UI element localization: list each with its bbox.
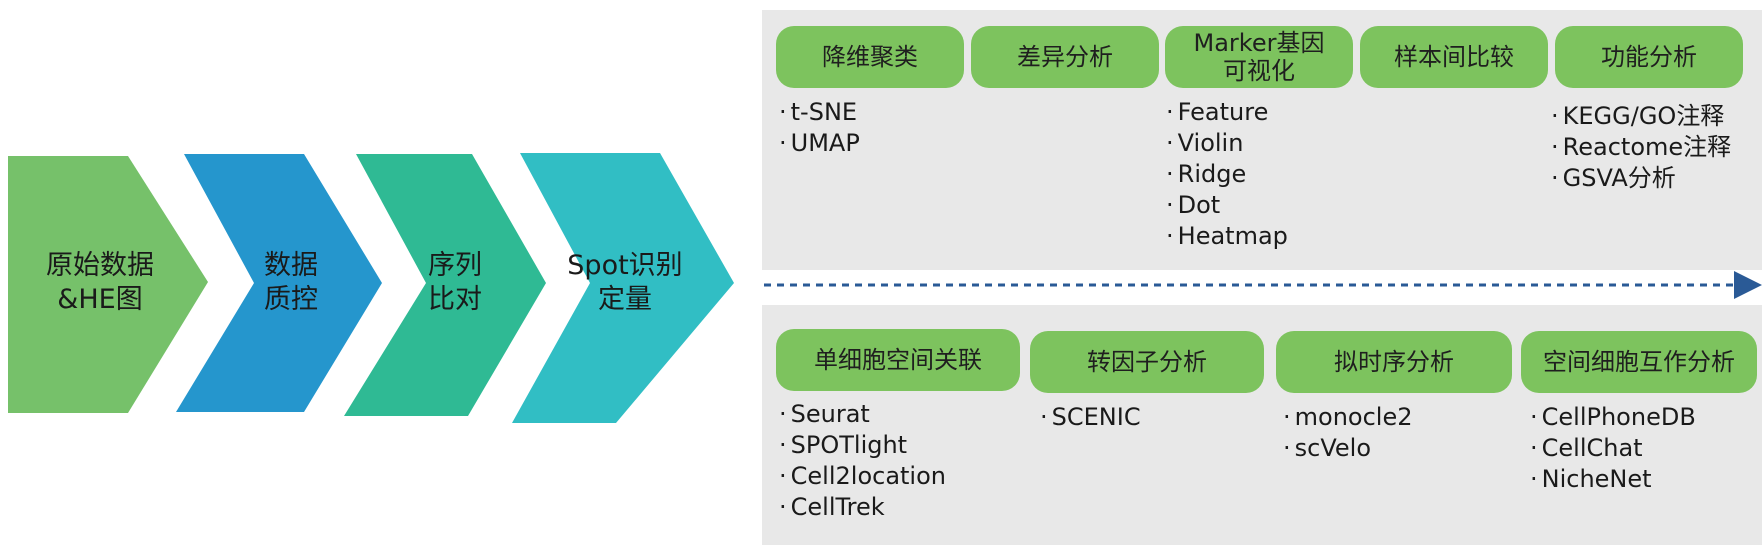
list-item: Heatmap [1166, 221, 1288, 252]
item-list-function: KEGG/GO注释 Reactome注释 GSVA分析 [1551, 101, 1732, 194]
list-item: Cell2location [779, 461, 946, 492]
item-list-pseudotime: monocle2 scVelo [1283, 402, 1413, 464]
item-list-cell-interaction: CellPhoneDB CellChat NicheNet [1530, 402, 1696, 495]
pipeline-label-1: 原始数据 &HE图 [46, 250, 154, 315]
chevron-step-4 [512, 153, 734, 423]
list-item: Dot [1166, 190, 1288, 221]
list-item: Reactome注释 [1551, 132, 1732, 163]
pipeline-label-2: 数据 质控 [264, 250, 318, 315]
list-item: t-SNE [779, 97, 860, 128]
category-pill-sample-compare: 样本间比较 [1360, 26, 1548, 88]
list-item: CellTrek [779, 492, 946, 523]
category-pill-differential: 差异分析 [971, 26, 1159, 88]
pipeline-label-4: Spot识别 定量 [567, 250, 683, 315]
pipeline-chevrons [8, 153, 734, 423]
list-item: UMAP [779, 128, 860, 159]
chevron-step-2 [176, 154, 382, 412]
list-item: NicheNet [1530, 464, 1696, 495]
item-list-tf: SCENIC [1040, 402, 1141, 433]
list-item: CellPhoneDB [1530, 402, 1696, 433]
item-list-marker-vis: Feature Violin Ridge Dot Heatmap [1166, 97, 1288, 252]
pipeline-label-3: 序列 比对 [428, 250, 482, 315]
list-item: Feature [1166, 97, 1288, 128]
category-pill-dim-reduction: 降维聚类 [776, 26, 964, 88]
arrow-head-icon [1734, 271, 1762, 299]
item-list-dim-reduction: t-SNE UMAP [779, 97, 860, 159]
list-item: SPOTlight [779, 430, 946, 461]
chevron-step-1 [8, 156, 208, 413]
item-list-sc-spatial: Seurat SPOTlight Cell2location CellTrek [779, 399, 946, 523]
list-item: scVelo [1283, 433, 1413, 464]
list-item: Violin [1166, 128, 1288, 159]
category-pill-sc-spatial: 单细胞空间关联 [776, 329, 1020, 391]
list-item: monocle2 [1283, 402, 1413, 433]
category-pill-marker-vis: Marker基因 可视化 [1165, 26, 1353, 88]
list-item: Seurat [779, 399, 946, 430]
category-pill-function: 功能分析 [1555, 26, 1743, 88]
category-pill-cell-interaction: 空间细胞互作分析 [1521, 331, 1757, 393]
list-item: GSVA分析 [1551, 163, 1731, 194]
chevron-step-3 [344, 154, 546, 416]
list-item: CellChat [1530, 433, 1696, 464]
category-pill-tf: 转因子分析 [1030, 331, 1264, 393]
list-item: SCENIC [1040, 402, 1141, 433]
list-item: Ridge [1166, 159, 1288, 190]
category-pill-pseudotime: 拟时序分析 [1276, 331, 1512, 393]
list-item: KEGG/GO注释 [1551, 101, 1731, 132]
